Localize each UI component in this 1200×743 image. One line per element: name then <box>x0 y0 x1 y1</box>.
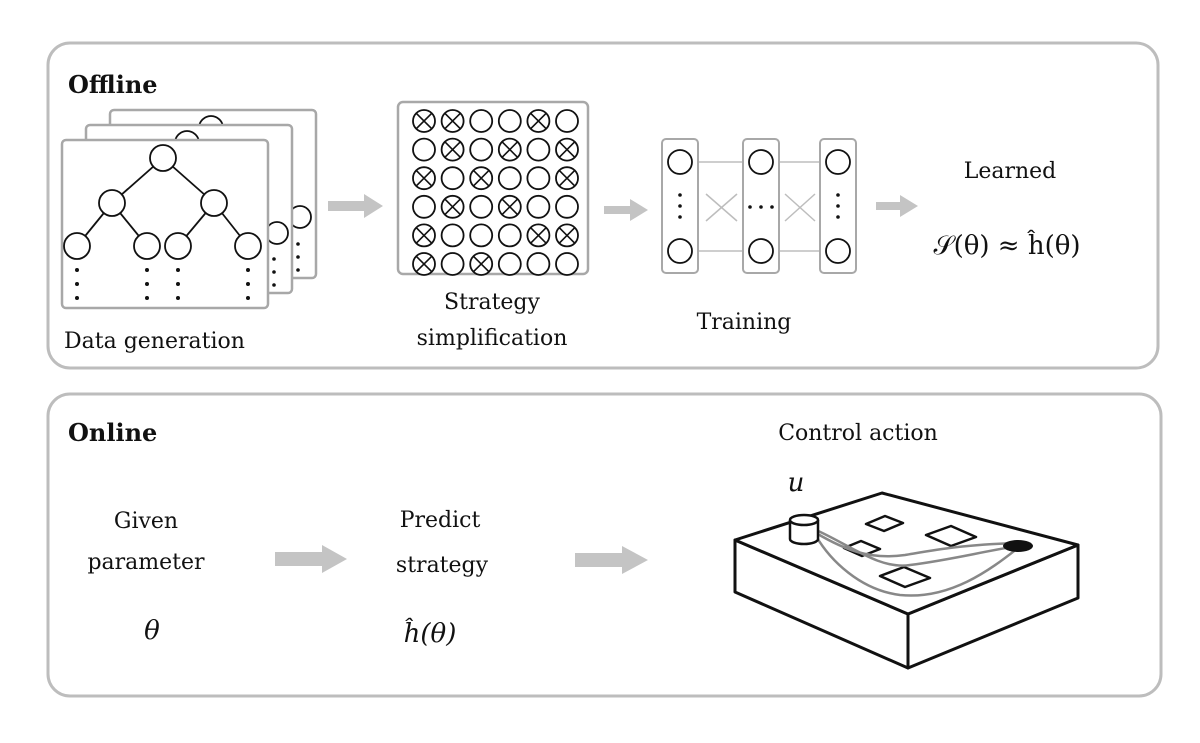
neuron <box>748 238 774 264</box>
tree-node <box>149 144 177 172</box>
control-action-label: Control action <box>778 421 938 446</box>
grid-cell <box>526 137 551 162</box>
tree-node <box>133 232 161 260</box>
board-path <box>815 531 1017 558</box>
cross-icon <box>444 141 461 158</box>
offline-title: Offline <box>68 70 158 99</box>
grid-cell <box>412 194 436 219</box>
arrow-icon <box>328 194 383 218</box>
grid-cell <box>469 109 494 133</box>
neural-network <box>661 138 857 274</box>
arrow-icon <box>275 545 347 573</box>
cross-icon <box>530 112 547 130</box>
data-generation-label: Data generation <box>64 329 245 354</box>
cross-icon <box>473 255 490 273</box>
board-pad <box>842 539 882 558</box>
grid-cell <box>497 252 522 276</box>
grid-cell <box>412 137 436 162</box>
grid-cell <box>469 194 494 219</box>
cross-icon <box>473 170 490 187</box>
cross-icon <box>558 141 576 158</box>
cross-icon <box>444 112 461 130</box>
tree-node <box>98 189 126 217</box>
u-symbol: u <box>788 468 805 498</box>
board-pad <box>864 514 905 533</box>
grid-cell <box>440 166 465 191</box>
grid-cell <box>526 194 551 219</box>
grid-cell <box>555 109 579 133</box>
training-label: Training <box>697 310 792 335</box>
neuron <box>825 238 851 264</box>
neuron <box>825 149 851 175</box>
cross-icon <box>415 227 433 244</box>
theta-symbol: θ <box>144 616 160 646</box>
tree-card-front <box>60 138 270 310</box>
online-title: Online <box>68 418 157 447</box>
tree-continuation-dots <box>75 268 250 300</box>
grid-cell <box>440 223 465 248</box>
grid-cell <box>555 252 579 276</box>
offline-panel <box>46 41 1160 370</box>
cross-icon <box>558 170 576 187</box>
cross-icon <box>444 198 461 215</box>
cross-icon <box>501 141 518 158</box>
neuron <box>667 238 693 264</box>
h-theta-symbol: ĥ(θ) <box>404 617 457 649</box>
predict-label-line1: Predict <box>400 508 481 533</box>
tree <box>63 144 262 260</box>
data-generation-illustration <box>60 108 318 310</box>
cross-icon <box>415 255 433 273</box>
grid-cell <box>497 109 522 133</box>
tree-node <box>164 232 192 260</box>
cross-icon <box>415 170 433 187</box>
board-pad <box>924 524 978 548</box>
learned-label: Learned <box>964 159 1057 184</box>
grid-cell <box>555 194 579 219</box>
given-label-line1: Given <box>114 509 178 534</box>
cross-icon <box>530 227 547 244</box>
board-path <box>814 535 1019 597</box>
learned-formula: 𝒮(θ) ≈ ĥ(θ) <box>933 229 1080 261</box>
cross-icon <box>415 112 433 130</box>
neuron <box>667 149 693 175</box>
tree-node <box>234 232 262 260</box>
grid-cell <box>526 252 551 276</box>
neuron <box>748 149 774 175</box>
tree-node <box>63 232 91 260</box>
strategy-label-line2: simplification <box>417 326 568 351</box>
grid-cell <box>497 223 522 248</box>
grid-cell <box>469 137 494 162</box>
actuator-cylinder <box>788 513 820 546</box>
grid-cell <box>526 166 551 191</box>
grid-cell <box>469 223 494 248</box>
strategy-grid <box>396 100 590 276</box>
arrow-icon <box>575 546 648 574</box>
online-panel <box>46 392 1163 698</box>
given-label-line2: parameter <box>87 550 205 575</box>
predict-label-line2: strategy <box>396 553 489 578</box>
tree-node <box>200 189 228 217</box>
arrow-icon <box>604 199 648 221</box>
grid-cell <box>497 166 522 191</box>
grid-cell <box>440 252 465 276</box>
cross-icon <box>558 227 576 244</box>
board-path <box>815 528 1019 567</box>
strategy-label-line1: Strategy <box>444 290 540 315</box>
arrow-icon <box>876 195 918 217</box>
control-board-illustration <box>733 491 1080 670</box>
target-dot <box>1003 540 1033 552</box>
cross-icon <box>501 198 518 215</box>
board-pad <box>878 565 932 589</box>
